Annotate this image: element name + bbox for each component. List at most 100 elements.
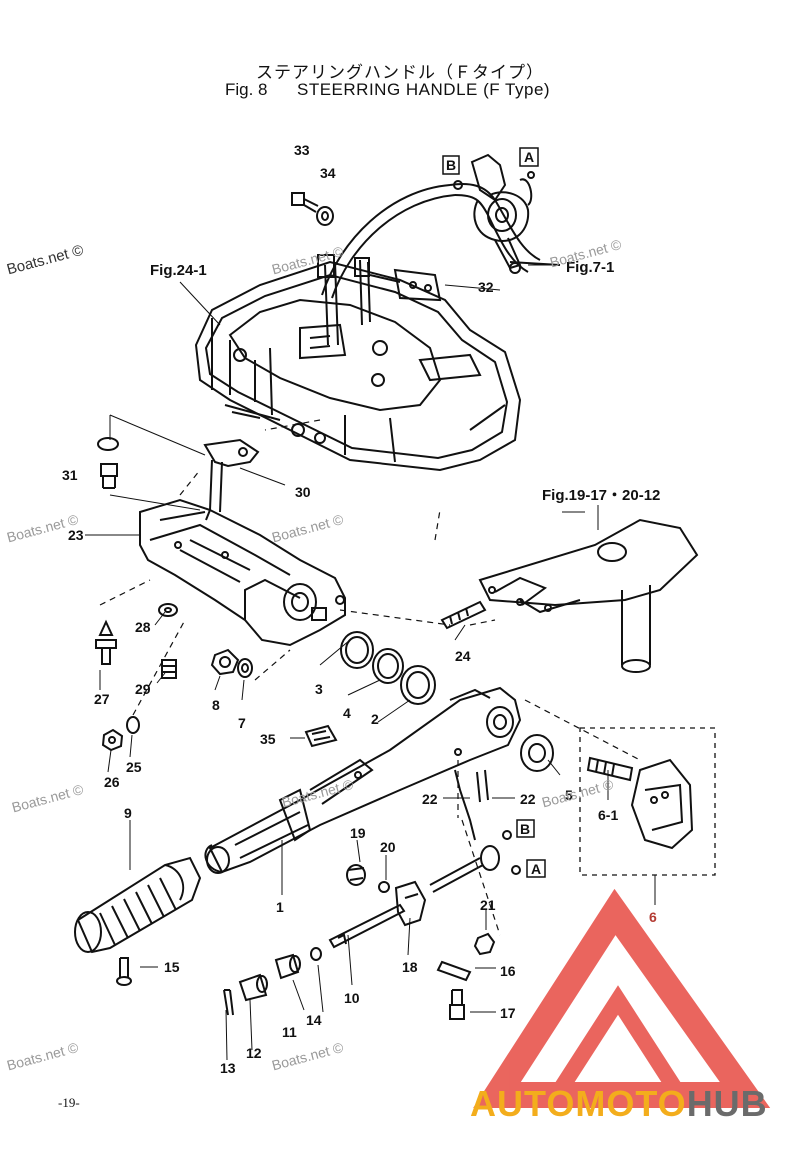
friction-knob xyxy=(630,758,694,850)
knob-19 xyxy=(346,864,366,886)
reference-box-a-mid: A xyxy=(526,859,546,878)
callout-7: 7 xyxy=(238,715,246,731)
bushing-2 xyxy=(400,665,436,705)
washer-28 xyxy=(158,603,178,617)
throttle-cam-18 xyxy=(394,880,427,927)
callout-6: 6 xyxy=(649,909,657,925)
throttle-shaft-10 xyxy=(328,903,406,949)
washer-25 xyxy=(126,716,140,734)
reference-box-a-top: A xyxy=(519,147,539,167)
bolt-17 xyxy=(449,989,465,1020)
callout-32: 32 xyxy=(478,279,494,295)
nut-21 xyxy=(473,932,496,956)
callout-31: 31 xyxy=(62,467,78,483)
logo-wordmark: AUTOMOTOHUB xyxy=(470,1083,768,1125)
callout-6-1: 6-1 xyxy=(598,807,618,823)
callout-22-right: 22 xyxy=(520,791,536,807)
friction-bolt-6-1 xyxy=(586,756,634,782)
callout-12: 12 xyxy=(246,1045,262,1061)
steering-bracket-23 xyxy=(139,498,346,647)
reference-box-b-top: B xyxy=(442,155,460,175)
reference-box-b-mid: B xyxy=(516,819,535,838)
grease-nipple-27 xyxy=(95,619,117,665)
collar-14 xyxy=(310,947,322,961)
svg-text:A: A xyxy=(524,149,534,165)
pivot-bolt-24 xyxy=(440,600,487,630)
engine-cover-drawing xyxy=(194,260,522,472)
nut-26 xyxy=(101,728,124,752)
svg-text:B: B xyxy=(446,157,456,173)
callout-27: 27 xyxy=(94,691,110,707)
logo-part-hub: HUB xyxy=(686,1083,768,1124)
part-callouts: 33 34 32 31 30 23 28 29 27 8 7 3 4 2 24 … xyxy=(62,142,657,1076)
callout-33: 33 xyxy=(294,142,310,158)
bolt-31 xyxy=(97,437,119,489)
swivel-bracket-drawing xyxy=(478,518,699,673)
callout-19: 19 xyxy=(350,825,366,841)
throttle-cables xyxy=(317,182,541,346)
callout-22-left: 22 xyxy=(422,791,438,807)
callout-13: 13 xyxy=(220,1060,236,1076)
callout-16: 16 xyxy=(500,963,516,979)
callout-17: 17 xyxy=(500,1005,516,1021)
screw-29 xyxy=(161,659,177,679)
bracket-30 xyxy=(203,438,260,521)
plate-16 xyxy=(436,960,472,982)
throttle-link-rod xyxy=(429,769,521,893)
fig-7-1-reference: Fig.7-1 xyxy=(566,259,614,276)
collar-5 xyxy=(520,734,554,772)
fig-24-1-reference: Fig.24-1 xyxy=(150,262,207,279)
washer-34 xyxy=(316,206,334,226)
o-ring-20 xyxy=(378,881,390,893)
callout-10: 10 xyxy=(344,990,360,1006)
page-number: -19- xyxy=(58,1095,80,1110)
bushing-11 xyxy=(274,953,301,980)
callout-18: 18 xyxy=(402,959,418,975)
tiller-arm-1 xyxy=(204,686,522,874)
decal-35 xyxy=(304,724,338,748)
callout-8: 8 xyxy=(212,697,220,713)
callout-25: 25 xyxy=(126,759,142,775)
callout-34: 34 xyxy=(320,165,336,181)
callout-21: 21 xyxy=(480,897,496,913)
washer-7 xyxy=(237,658,253,678)
callout-24: 24 xyxy=(455,648,471,664)
throttle-lever-assembly xyxy=(453,153,561,274)
nut-8 xyxy=(210,648,240,676)
callout-5: 5 xyxy=(565,787,573,803)
figure-label: Fig. 8 xyxy=(225,80,268,99)
callout-26: 26 xyxy=(104,774,120,790)
friction-assembly-6 xyxy=(579,727,716,876)
screw-15 xyxy=(116,957,132,986)
callout-35: 35 xyxy=(260,731,276,747)
callout-15: 15 xyxy=(164,959,180,975)
callout-4: 4 xyxy=(343,705,351,721)
callout-29: 29 xyxy=(135,681,151,697)
callout-20: 20 xyxy=(380,839,396,855)
callout-11: 11 xyxy=(282,1024,297,1040)
callout-30: 30 xyxy=(295,484,311,500)
cap-12 xyxy=(238,973,268,1002)
thin-leader-lines xyxy=(85,264,656,1061)
callout-3: 3 xyxy=(315,681,323,697)
callout-9: 9 xyxy=(124,805,132,821)
callout-2: 2 xyxy=(371,711,379,727)
throttle-grip-9 xyxy=(74,856,202,954)
cotter-pin-13 xyxy=(223,989,234,1016)
callout-14: 14 xyxy=(306,1012,322,1028)
fig-19-17-reference: Fig.19-17・20-12 xyxy=(542,487,660,504)
title-japanese: ステアリングハンドル（Ｆタイプ） xyxy=(256,63,544,83)
logo-part-moto: MOTO xyxy=(575,1083,687,1124)
callout-28: 28 xyxy=(135,619,151,635)
bolt-33 xyxy=(291,192,319,213)
callout-23: 23 xyxy=(68,527,84,543)
svg-text:A: A xyxy=(531,861,541,877)
bushing-3 xyxy=(340,631,374,669)
page-title: STEERRING HANDLE (F Type) xyxy=(297,80,551,99)
assembly-leader-lines xyxy=(99,419,641,936)
logo-mark xyxy=(473,888,771,1108)
logo-part-auto: AUTO xyxy=(470,1083,576,1124)
svg-text:B: B xyxy=(520,821,530,837)
